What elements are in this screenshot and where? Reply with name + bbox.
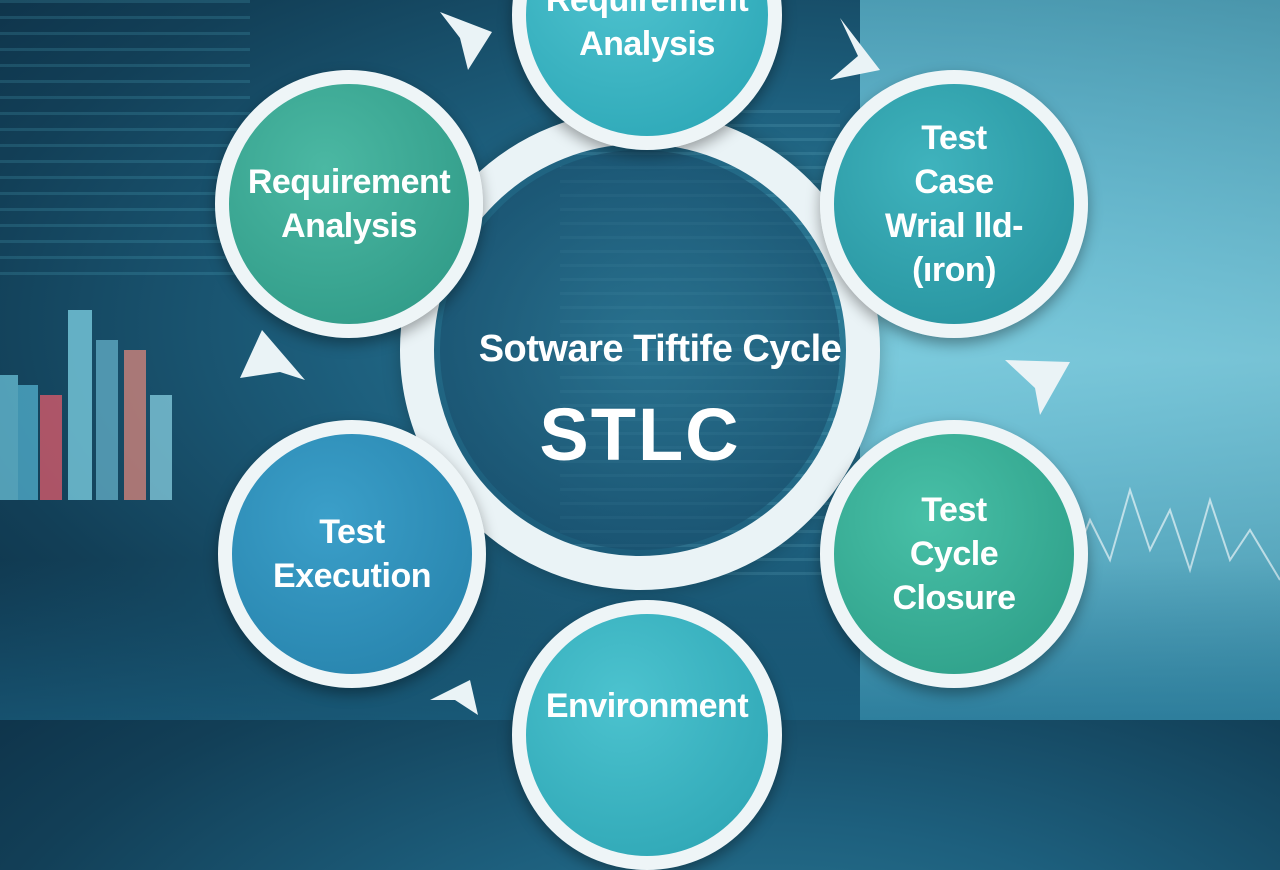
- node-label-line: Test: [921, 491, 987, 529]
- node-label-line: Closure: [892, 579, 1016, 617]
- node-label-line: Requirement: [545, 0, 749, 19]
- background-bar-chart: [0, 310, 172, 500]
- background-code-left: [0, 0, 250, 280]
- arrow-top-right: [830, 18, 880, 80]
- cycle-arrows: [240, 12, 1070, 715]
- node-label-line: Analysis: [579, 25, 715, 63]
- node-environment: Environment: [512, 600, 782, 870]
- node-label-line: Case: [914, 163, 994, 201]
- node-label-line: (ıron): [912, 251, 996, 289]
- stlc-diagram: Requirement Analysis Requirement Analysi…: [215, 0, 1088, 870]
- arrow-right: [1005, 360, 1070, 415]
- node-label-line: Cycle: [909, 535, 999, 573]
- arrow-left: [240, 330, 305, 380]
- center-title: Sotware Tiftife Cycle: [478, 328, 842, 370]
- node-label-line: Test: [921, 119, 987, 157]
- node-label-line: Analysis: [281, 207, 417, 245]
- node-label-line: Requirement: [247, 163, 451, 201]
- arrow-bottom-left: [430, 680, 478, 715]
- node-label-line: Test: [319, 513, 385, 551]
- center-abbreviation: STLC: [539, 393, 741, 476]
- node-label-line: Execution: [273, 557, 431, 595]
- node-requirement-analysis: Requirement Analysis: [215, 70, 483, 338]
- node-test-execution: Test Execution: [218, 420, 486, 688]
- node-test-case: Test Case Wrial lld- (ıron): [820, 70, 1088, 338]
- arrow-top-left: [440, 12, 492, 70]
- node-test-cycle-closure: Test Cycle Closure: [820, 420, 1088, 688]
- node-label-line: Environment: [545, 687, 749, 725]
- node-label-line: Wrial lld-: [885, 207, 1023, 245]
